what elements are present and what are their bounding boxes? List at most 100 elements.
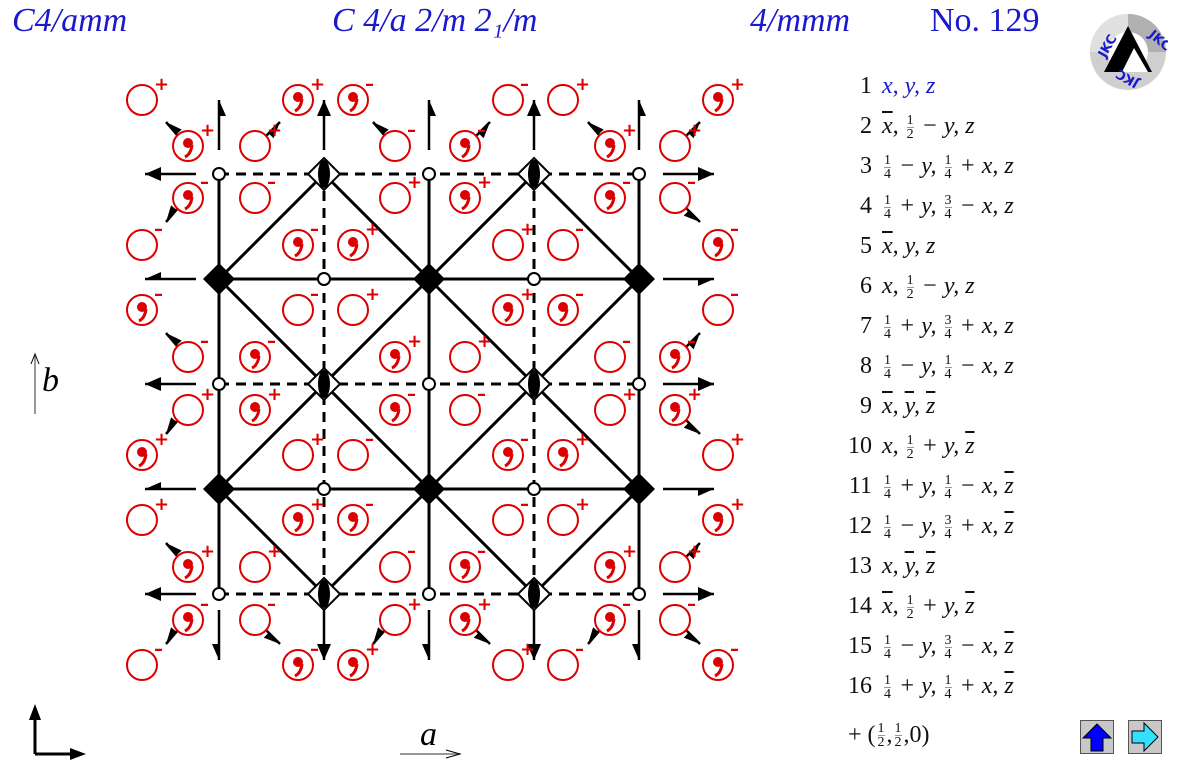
svg-text:–: – bbox=[575, 219, 584, 240]
general-position-icon: – bbox=[282, 284, 319, 326]
screw-axis-arrow-icon bbox=[212, 644, 219, 660]
screw-axis-arrow-icon bbox=[683, 210, 700, 222]
screw-axis-arrow-icon bbox=[683, 632, 700, 644]
screw-axis-arrow-icon bbox=[632, 644, 639, 660]
svg-text:–: – bbox=[310, 219, 319, 240]
screw-axis-arrow-icon bbox=[698, 377, 714, 391]
point-group: 4/mmm bbox=[750, 2, 851, 39]
general-position-icon: – bbox=[492, 74, 529, 116]
svg-text:+: + bbox=[200, 120, 215, 141]
next-button[interactable] bbox=[1128, 720, 1162, 754]
svg-text:+: + bbox=[687, 541, 702, 562]
svg-text:–: – bbox=[267, 331, 276, 352]
screw-axis-arrow-icon bbox=[166, 627, 177, 644]
enantiomorph-position-icon: – bbox=[594, 172, 631, 214]
svg-text:+: + bbox=[365, 219, 380, 240]
enantiomorph-position-icon: + bbox=[702, 494, 745, 536]
svg-text:–: – bbox=[575, 284, 584, 305]
jkc-logo-icon: JKC JKC JKC bbox=[1090, 14, 1168, 91]
general-position-icon: – bbox=[659, 172, 696, 214]
svg-text:+: + bbox=[310, 74, 325, 95]
general-position-icon: – bbox=[126, 219, 163, 261]
inversion-centre-icon bbox=[212, 377, 226, 391]
screw-axis-arrow-icon bbox=[527, 100, 541, 116]
svg-text:+: + bbox=[520, 639, 535, 660]
enantiomorph-position-icon: – bbox=[282, 639, 319, 681]
svg-text:–: – bbox=[622, 594, 631, 615]
svg-text:–: – bbox=[267, 172, 276, 193]
screw-axis-arrow-icon bbox=[688, 543, 700, 560]
enantiomorph-position-icon: – bbox=[702, 639, 739, 681]
screw-axis-arrow-icon bbox=[145, 272, 161, 279]
svg-text:–: – bbox=[310, 284, 319, 305]
enantiomorph-position-icon: + bbox=[594, 120, 637, 162]
screw-axis-arrow-icon bbox=[145, 482, 161, 489]
svg-text:+: + bbox=[622, 384, 637, 405]
general-position-icon: + bbox=[449, 331, 492, 373]
enantiomorph-position-icon: + bbox=[239, 384, 282, 426]
svg-text:–: – bbox=[622, 172, 631, 193]
svg-text:+: + bbox=[687, 120, 702, 141]
general-position-icon: + bbox=[547, 494, 590, 536]
svg-text:+: + bbox=[730, 74, 745, 95]
general-position-icon: – bbox=[659, 594, 696, 636]
screw-axis-arrow-icon bbox=[166, 417, 177, 434]
general-position-icon: + bbox=[337, 284, 380, 326]
svg-text:–: – bbox=[687, 331, 696, 352]
symmetry-elements bbox=[145, 100, 714, 660]
enantiomorph-position-icon: + bbox=[172, 541, 215, 583]
svg-text:+: + bbox=[407, 594, 422, 615]
screw-axis-arrow-icon bbox=[166, 543, 182, 556]
b-axis-label: b bbox=[42, 362, 59, 399]
screw-axis-arrow-icon bbox=[588, 122, 604, 135]
centering-translation: + (12,12,0) + (1/2,1/2,0) bbox=[848, 721, 930, 750]
general-position-icon: – bbox=[547, 639, 584, 681]
screw-axis-arrow-icon bbox=[219, 100, 226, 116]
enantiomorph-position-icon: – bbox=[449, 120, 486, 162]
enantiomorph-position-icon: – bbox=[282, 219, 319, 261]
screw-axis-arrow-icon bbox=[268, 122, 280, 139]
enantiomorph-position-icon: + bbox=[282, 74, 325, 116]
svg-text:–: – bbox=[407, 384, 416, 405]
enantiomorph-position-icon: – bbox=[126, 284, 163, 326]
screw-axis-arrow-icon bbox=[166, 205, 177, 222]
screw-axis-arrow-icon bbox=[478, 122, 490, 139]
short-symbol: C4/amm bbox=[12, 2, 128, 39]
general-position-icon: + bbox=[379, 172, 422, 214]
enantiomorph-position-icon: – bbox=[337, 494, 374, 536]
svg-text:–: – bbox=[154, 219, 163, 240]
svg-text:–: – bbox=[520, 429, 529, 450]
a-axis-label: a bbox=[420, 716, 437, 753]
enantiomorph-position-icon: – bbox=[547, 284, 584, 326]
general-position-icon: + bbox=[172, 384, 215, 426]
up-button[interactable] bbox=[1080, 720, 1114, 754]
general-position-icon: – bbox=[239, 594, 276, 636]
inversion-centre-icon bbox=[422, 377, 436, 391]
enantiomorph-position-icon: – bbox=[659, 331, 696, 373]
general-position-icon: + bbox=[492, 219, 535, 261]
general-position-icon: + bbox=[702, 429, 745, 471]
svg-text:+: + bbox=[267, 541, 282, 562]
svg-text:–: – bbox=[575, 639, 584, 660]
svg-text:+: + bbox=[622, 541, 637, 562]
svg-text:+: + bbox=[575, 429, 590, 450]
screw-axis-arrow-icon bbox=[263, 632, 280, 644]
general-position-icon: + bbox=[594, 384, 637, 426]
b-axis-arrow-icon bbox=[30, 352, 40, 414]
svg-text:–: – bbox=[477, 384, 486, 405]
enantiomorph-position-icon: + bbox=[337, 639, 380, 681]
general-position-icon: – bbox=[702, 284, 739, 326]
screw-axis-arrow-icon bbox=[688, 122, 700, 139]
svg-text:+: + bbox=[200, 541, 215, 562]
svg-text:+: + bbox=[477, 172, 492, 193]
symmetry-diagram: ++––++++––++––++––––++––––++––––++––++––… bbox=[29, 74, 745, 760]
screw-axis-arrow-icon bbox=[317, 100, 331, 116]
screw-axis-arrow-icon bbox=[422, 644, 429, 660]
fourfold-axis-icon bbox=[623, 263, 655, 295]
svg-text:+: + bbox=[687, 384, 702, 405]
